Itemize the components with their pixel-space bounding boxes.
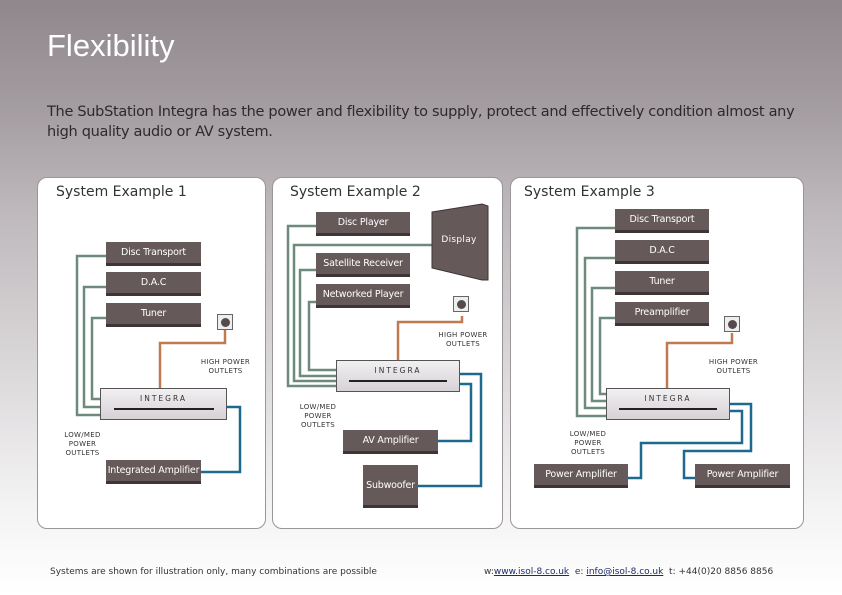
high-power-wires bbox=[158, 316, 734, 388]
device-power-amplifier-left: Power Amplifier bbox=[534, 464, 628, 488]
high-power-label: HIGH POWER OUTLETS bbox=[708, 358, 759, 375]
email-label: e: bbox=[574, 567, 584, 577]
device-av-amplifier: AV Amplifier bbox=[343, 430, 438, 454]
phone-number: +44(0)20 8856 8856 bbox=[678, 567, 774, 577]
low-med-label: LOW/MED POWER OUTLETS bbox=[64, 431, 101, 457]
device-dac: D.A.C bbox=[615, 240, 709, 264]
device-disc-player: Disc Player bbox=[316, 212, 410, 236]
output-wires bbox=[201, 372, 753, 488]
high-power-label: HIGH POWER OUTLETS bbox=[200, 358, 251, 375]
website-link[interactable]: www.isol-8.co.uk bbox=[493, 567, 570, 577]
device-satellite-receiver: Satellite Receiver bbox=[316, 253, 410, 277]
contact-info: w:www.isol-8.co.uk e: info@isol-8.co.uk … bbox=[484, 567, 773, 577]
intro-text: The SubStation Integra has the power and… bbox=[47, 104, 795, 140]
device-display: Display bbox=[441, 235, 477, 245]
wall-socket-icon bbox=[724, 316, 740, 332]
page-title: Flexibility bbox=[47, 28, 175, 63]
device-subwoofer: Subwoofer bbox=[363, 465, 418, 508]
device-networked-player: Networked Player bbox=[316, 284, 410, 308]
integra-unit: INTEGRA bbox=[606, 388, 730, 420]
example-3-title: System Example 3 bbox=[524, 184, 655, 200]
integra-unit: INTEGRA bbox=[100, 388, 227, 420]
example-1-title: System Example 1 bbox=[56, 184, 187, 200]
display-shape bbox=[431, 203, 489, 281]
device-integrated-amplifier: Integrated Amplifier bbox=[106, 460, 201, 484]
device-power-amplifier-right: Power Amplifier bbox=[695, 464, 790, 488]
high-power-label: HIGH POWER OUTLETS bbox=[438, 331, 488, 348]
device-preamplifier: Preamplifier bbox=[615, 302, 709, 326]
footer-note: Systems are shown for illustration only,… bbox=[50, 567, 377, 577]
example-2-title: System Example 2 bbox=[290, 184, 421, 200]
device-disc-transport: Disc Transport bbox=[615, 209, 709, 233]
integra-unit: INTEGRA bbox=[336, 360, 460, 392]
phone-label: t: bbox=[669, 567, 676, 577]
low-med-label: LOW/MED POWER OUTLETS bbox=[299, 403, 337, 429]
website-label: w: bbox=[484, 567, 494, 577]
wall-socket-icon bbox=[217, 314, 233, 330]
wall-socket-icon bbox=[453, 296, 469, 312]
device-tuner: Tuner bbox=[615, 271, 709, 295]
email-link[interactable]: info@isol-8.co.uk bbox=[586, 567, 664, 577]
device-tuner: Tuner bbox=[106, 303, 201, 327]
device-disc-transport: Disc Transport bbox=[106, 242, 201, 266]
low-power-wires bbox=[75, 224, 615, 418]
low-med-label: LOW/MED POWER OUTLETS bbox=[569, 430, 607, 456]
device-dac: D.A.C bbox=[106, 272, 201, 296]
